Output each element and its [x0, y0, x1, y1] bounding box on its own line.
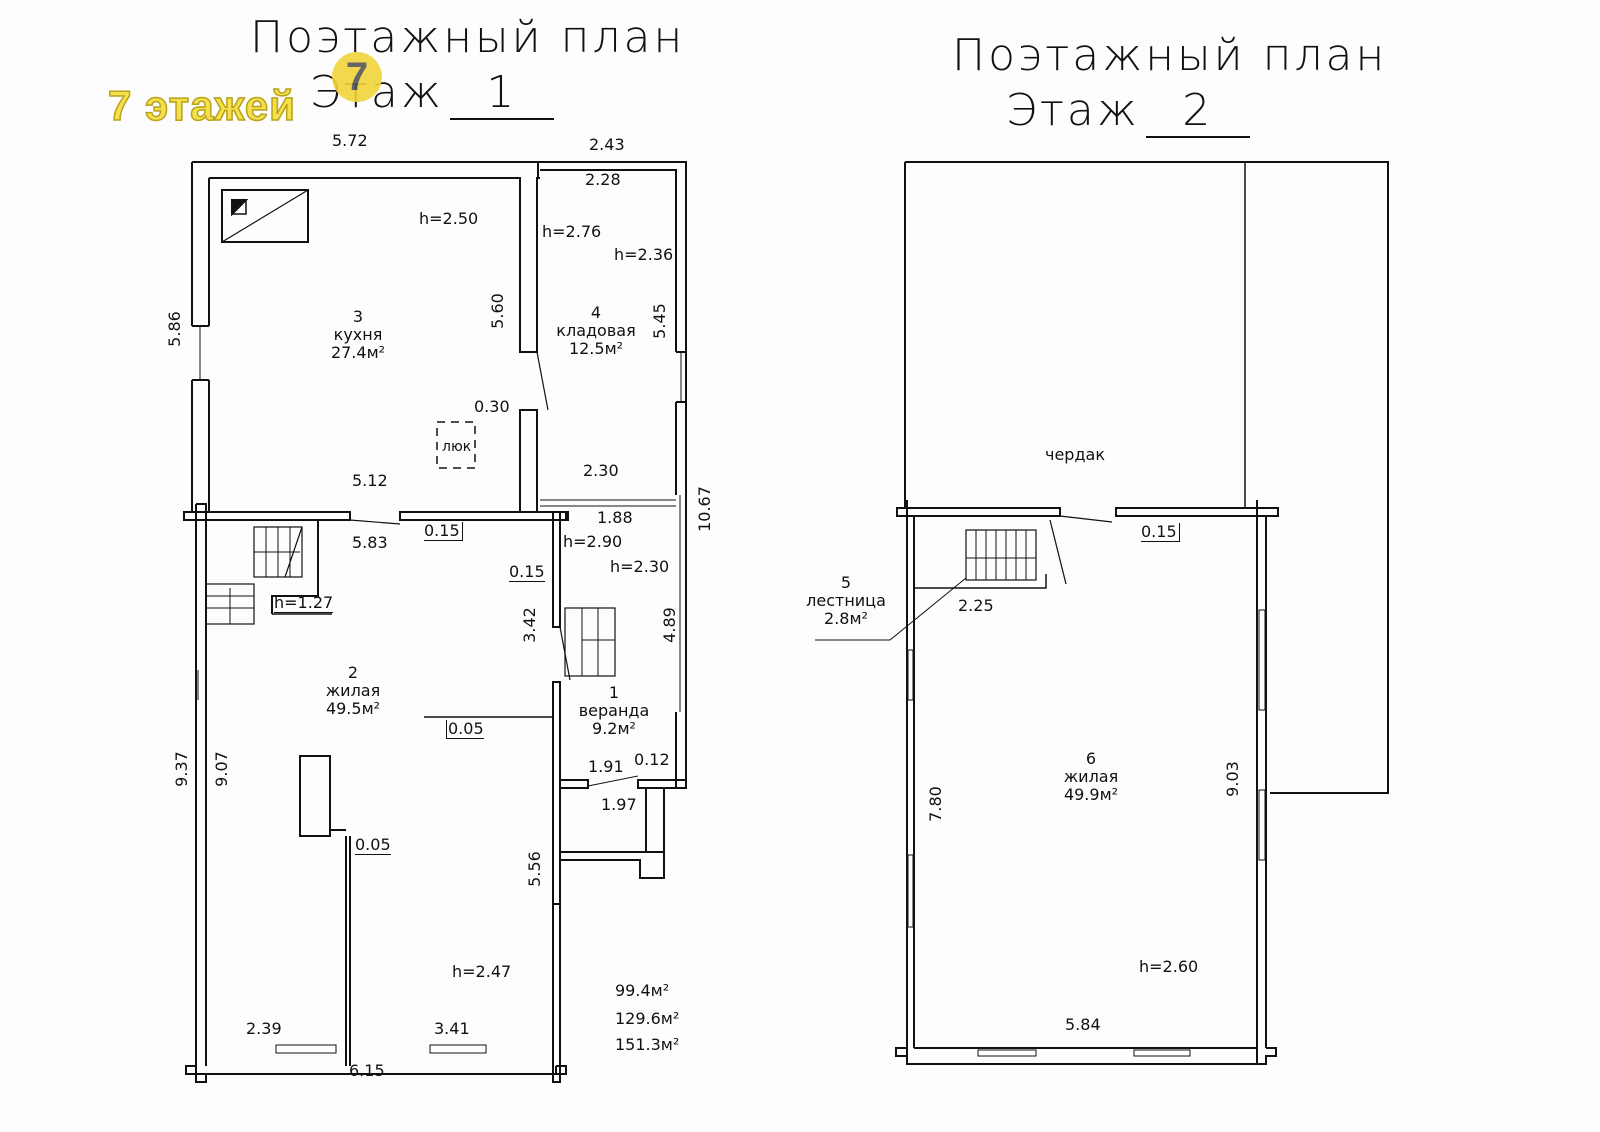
dim2-7-80: 7.80	[925, 786, 945, 822]
height-1-27: h=1.27	[274, 593, 334, 613]
room-6-area: 49.9м²	[1063, 785, 1119, 804]
dim-5-56: 5.56	[524, 851, 544, 887]
room-3-area: 27.4м²	[330, 343, 386, 362]
height-storage: h=2.36	[614, 245, 674, 264]
room-6-number: 6	[1085, 749, 1097, 768]
floor1-title-line1: Поэтажный план	[250, 12, 686, 63]
dim2-9-03: 9.03	[1222, 761, 1242, 797]
dim2-5-84: 5.84	[1065, 1015, 1101, 1034]
height-veranda: h=2.30	[610, 557, 670, 576]
room-2-number: 2	[347, 663, 359, 682]
dim-5-86: 5.86	[164, 311, 184, 347]
dim-3-41: 3.41	[434, 1019, 470, 1038]
room-1-number: 1	[608, 683, 620, 702]
dim2-0-15: 0.15	[1141, 523, 1180, 542]
dim-6-15: 6.15	[349, 1061, 385, 1080]
height-main: h=2.47	[452, 962, 512, 981]
room-1-label: 1 веранда 9.2м²	[574, 684, 654, 738]
total-area-1: 99.4м²	[615, 981, 670, 1000]
room-6-label: 6 жилая 49.9м²	[1056, 750, 1126, 804]
height-room-6: h=2.60	[1139, 957, 1199, 976]
dim-4-89: 4.89	[659, 607, 679, 643]
room-4-name: кладовая	[556, 321, 636, 340]
dim-9-37: 9.37	[171, 751, 191, 787]
floor2-number: 2	[1145, 85, 1250, 138]
room-3-name: кухня	[333, 325, 383, 344]
height-2-76: h=2.76	[542, 222, 602, 241]
total-area-2: 129.6м²	[615, 1009, 680, 1028]
floor2-title-line1: Поэтажный план	[952, 30, 1388, 81]
dim-0-05-wall: 0.05	[355, 835, 391, 855]
room-2-area: 49.5м²	[325, 699, 381, 718]
room-2-label: 2 жилая 49.5м²	[318, 664, 388, 718]
dim-2-39: 2.39	[246, 1019, 282, 1038]
dim-0-15-partition: 0.15	[509, 562, 545, 582]
dim-3-42: 3.42	[519, 607, 539, 643]
room-6-name: жилая	[1063, 767, 1119, 786]
attic-label: чердак	[1045, 445, 1105, 464]
height-2-90: h=2.90	[563, 532, 623, 551]
dim-1-97: 1.97	[601, 795, 637, 814]
floors-badge: 7 этажей	[107, 81, 296, 130]
hatch-label: люк	[442, 439, 472, 455]
dim-5-12: 5.12	[352, 471, 388, 490]
room-4-number: 4	[590, 303, 602, 322]
room-5-label: 5 лестница 2.8м²	[798, 574, 894, 628]
dim-5-83: 5.83	[352, 533, 388, 552]
dim-2-43: 2.43	[589, 135, 625, 154]
dim-5-72: 5.72	[332, 131, 368, 150]
total-area-3: 151.3м²	[615, 1035, 680, 1054]
height-kitchen: h=2.50	[419, 209, 479, 228]
room-3-number: 3	[352, 307, 364, 326]
floor1-number: 1	[449, 67, 554, 120]
dim-1-91: 1.91	[588, 757, 624, 776]
room-3-label: 3 кухня 27.4м²	[318, 308, 398, 362]
room-5-number: 5	[840, 573, 852, 592]
dim-0-30: 0.30	[474, 397, 510, 416]
floor2-title-line2: Этаж	[1006, 85, 1140, 136]
dim-5-45: 5.45	[649, 303, 669, 339]
room-5-area: 2.8м²	[824, 609, 868, 628]
dim-0-15-wall: 0.15	[424, 522, 463, 541]
badge-number-circle: 7	[332, 52, 382, 102]
room-4-area: 12.5м²	[568, 339, 624, 358]
room-1-area: 9.2м²	[592, 719, 636, 738]
dim-9-07: 9.07	[211, 751, 231, 787]
dim-0-12: 0.12	[634, 750, 670, 769]
dim-2-30: 2.30	[583, 461, 619, 480]
dim2-2-25: 2.25	[958, 596, 994, 615]
room-1-name: веранда	[578, 701, 650, 720]
room-5-name: лестница	[806, 591, 886, 610]
dim-5-60: 5.60	[487, 293, 507, 329]
room-4-label: 4 кладовая 12.5м²	[548, 304, 644, 358]
dim-0-05-partition: 0.05	[446, 719, 484, 739]
room-2-name: жилая	[325, 681, 381, 700]
dim-10-67: 10.67	[694, 486, 714, 532]
dim-2-28: 2.28	[585, 170, 621, 189]
dim-1-88: 1.88	[597, 508, 633, 527]
